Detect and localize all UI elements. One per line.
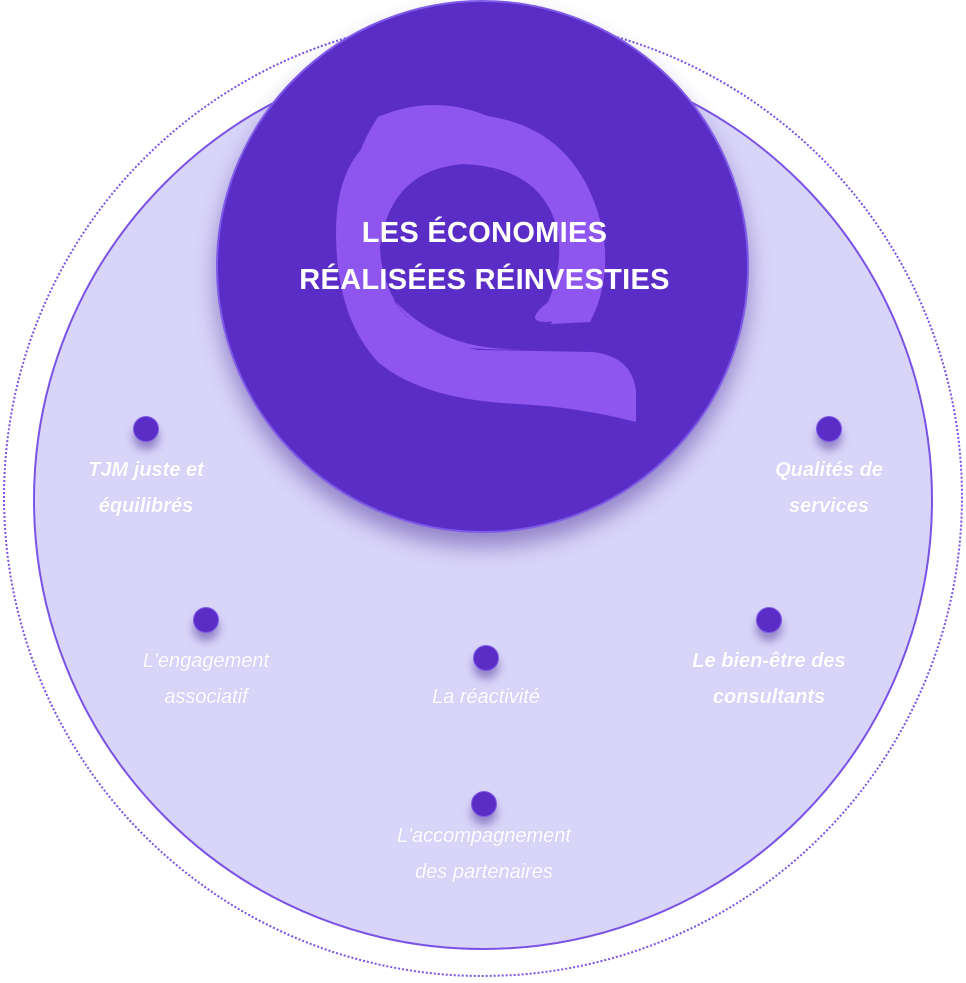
node-dot-tjm <box>133 416 159 442</box>
center-circle: LES ÉCONOMIES RÉALISÉES RÉINVESTIES <box>216 0 749 533</box>
label-accompagnement-line1: L'accompagnement <box>397 825 571 847</box>
label-qualites: Qualités de services <box>709 452 949 524</box>
label-bien-etre-line1: Le bien-être des <box>692 650 846 672</box>
label-qualites-line1: Qualités de <box>775 459 883 481</box>
label-qualites-line2: services <box>788 495 870 517</box>
center-title-line2: RÉALISÉES RÉINVESTIES <box>299 264 670 296</box>
q-logo-icon <box>336 105 636 422</box>
label-reactivite-line1: La réactivité <box>432 686 540 708</box>
label-accompagnement-line2: des partenaires <box>415 861 553 883</box>
label-tjm: TJM juste et équilibrés <box>26 452 266 524</box>
node-dot-engagement <box>193 607 219 633</box>
node-dot-qualites <box>816 416 842 442</box>
center-title: LES ÉCONOMIES RÉALISÉES RÉINVESTIES <box>218 210 747 304</box>
center-title-line1: LES ÉCONOMIES <box>361 217 608 249</box>
label-bien-etre-line2: consultants <box>712 686 826 708</box>
label-tjm-line2: équilibrés <box>98 495 194 517</box>
label-bien-etre: Le bien-être des consultants <box>649 643 889 715</box>
node-dot-bien-etre <box>756 607 782 633</box>
label-engagement-line2: associatif <box>164 686 248 708</box>
label-engagement-line1: L'engagement <box>142 650 270 672</box>
node-dot-accompagnement <box>471 791 497 817</box>
label-engagement: L'engagement associatif <box>86 643 326 715</box>
label-reactivite: La réactivité <box>366 679 606 715</box>
label-accompagnement: L'accompagnement des partenaires <box>364 818 604 890</box>
node-dot-reactivite <box>473 645 499 671</box>
label-tjm-line1: TJM juste et <box>88 459 204 481</box>
